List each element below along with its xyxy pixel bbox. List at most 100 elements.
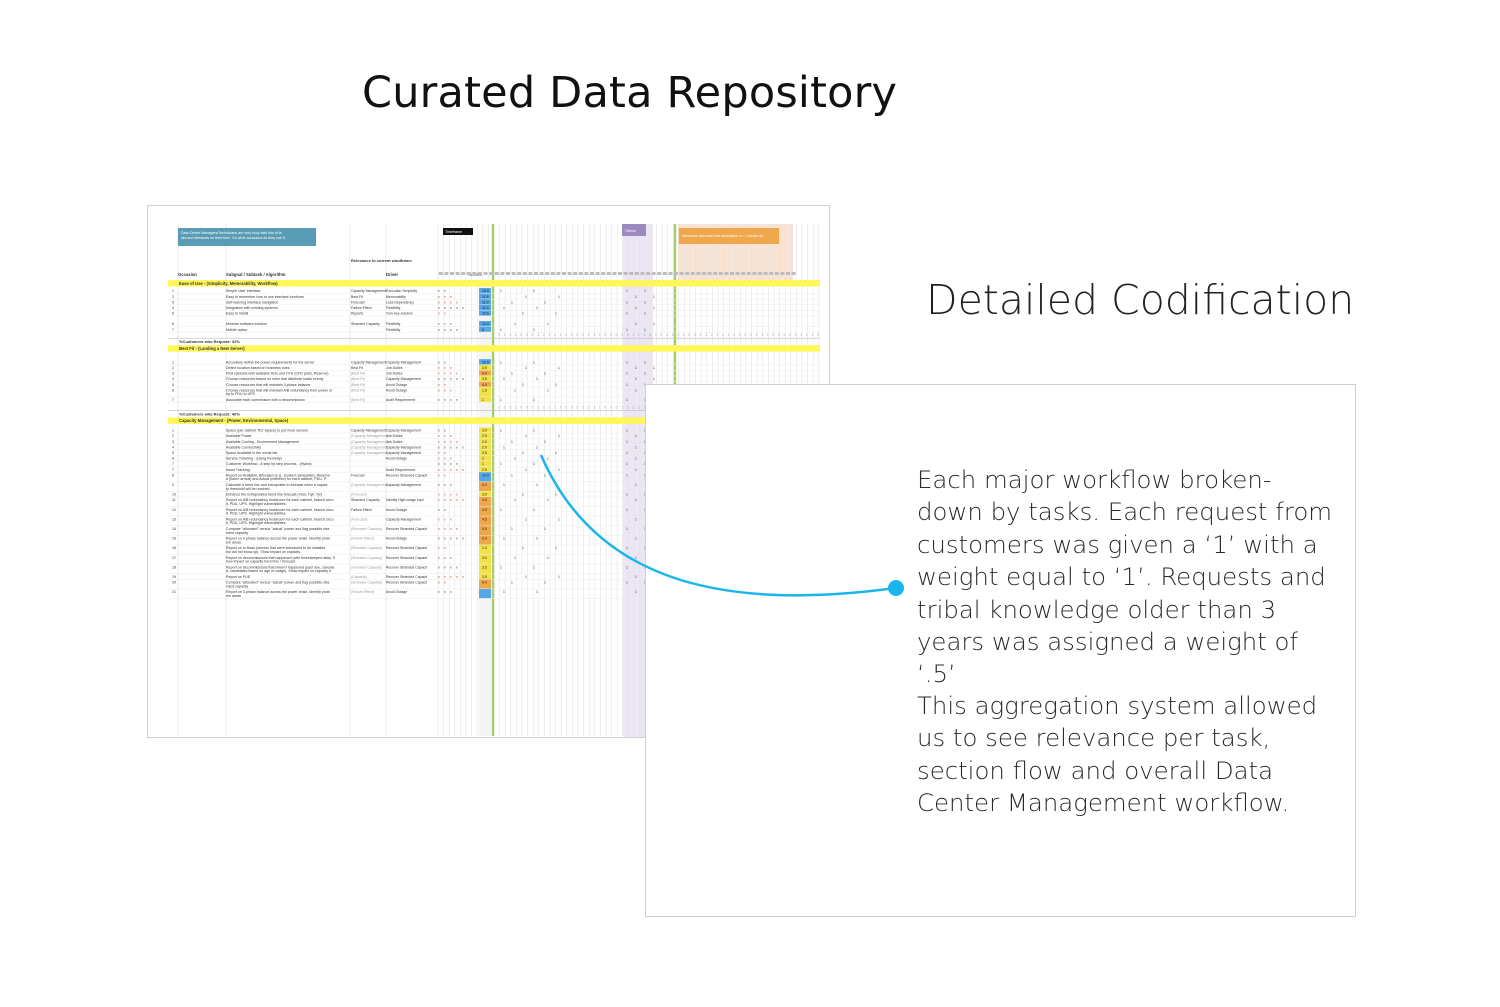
row-task: Report on 3-phase balance across the pow… [226,537,330,541]
header-stub [774,272,779,275]
tally-mark: 1 [626,360,628,364]
spreadsheet-grid: Data Center Managers/Technicians are ver… [168,224,820,737]
row-relevance: (Stranded Capacity) [351,527,382,531]
header-stub [623,272,628,275]
totals-value: 2 [627,333,629,337]
section-band [168,280,820,287]
row-relevance: Stranded Capacity [351,322,380,326]
x-mark: x [450,565,452,569]
x-mark: x [438,468,440,472]
tally-mark: 1 [525,468,527,472]
row-relevance: Forecast [351,300,365,304]
row-task: Compare "allocated" versus "actual" powe… [226,581,329,585]
x-mark: x [438,508,440,512]
row-number: 1 [172,360,174,364]
x-mark: x [438,517,440,521]
totals-value: 2 [621,405,623,409]
totals-value: 1 [548,405,550,409]
interviews-note [679,228,779,244]
row-number: 17 [172,556,176,560]
row-number: 1 [172,429,174,433]
score-cell [479,288,491,294]
x-mark: x [450,434,452,438]
totals-value: 0 [532,333,534,337]
totals-value: 1 [728,333,730,337]
score-cell [479,466,491,472]
row-driver: Capacity Management [386,377,421,381]
x-mark: x [438,590,440,594]
tally-mark: 1 [626,451,628,455]
x-mark: x [450,493,452,497]
row-driver: Capacity Management [386,360,421,364]
x-mark: x [450,372,452,376]
tally-mark: 1 [653,306,655,310]
x-mark: x [450,556,452,560]
row-task: d (future arrival) and Actual (metered) … [226,477,327,481]
totals-value: 0 [688,333,690,337]
score-value: 2.5 [482,434,487,438]
row-driver: Job Duties [386,366,403,370]
tally-mark: 1 [626,383,628,387]
x-mark: x [444,546,446,550]
row-driver: Avoid Outage [386,508,407,512]
x-mark: x [456,565,458,569]
row-driver: Less Dependency [386,300,414,304]
score-cell [479,491,491,497]
row-task: em areas. [226,540,242,544]
tally-mark: 1 [522,493,524,497]
x-mark: x [444,483,446,487]
score-value: 6.0 [482,537,487,541]
row-task: Define location based on business rules [226,366,290,370]
x-mark: x [450,468,452,472]
totals-value: 2 [498,333,500,337]
x-mark: x [444,581,446,585]
header-stub [511,272,516,275]
row-relevance: Failure Effect [351,508,372,512]
x-mark: x [438,322,440,326]
x-mark: x [444,383,446,387]
tally-mark: 1 [503,377,505,381]
tally-mark: 1 [555,383,557,387]
header-stub [606,272,611,275]
x-mark: x [444,575,446,579]
tally-mark: 1 [522,383,524,387]
row-driver: Capacity Management [386,517,421,521]
row-driver: Job Duties [386,372,403,376]
tally-mark: 1 [503,590,505,594]
row-driver: Avoid Outage [386,388,407,392]
row-relevance: (Best Fit) [351,383,365,387]
score-value: 2.0 [482,440,487,444]
tally-mark: 1 [544,300,546,304]
interviews-note-text: Interviews that were less descriptive or… [682,234,763,238]
totals-value: 0 [733,333,735,337]
row-task: Report on Available, Allocated (e.g., bo… [226,473,330,477]
x-mark: x [438,537,440,541]
row-task: rip to PDU to UPS [226,392,256,396]
tally-mark: 1 [626,440,628,444]
header-stub [646,272,650,275]
totals-value: 1 [560,405,562,409]
x-mark: x [444,517,446,521]
row-task: Report on A/B redundancy headroom for ea… [226,517,333,521]
header-stub [713,272,718,275]
tally-mark: 1 [547,322,549,326]
score-cell [479,326,491,332]
header-stub [618,272,622,275]
x-mark: x [438,457,440,461]
row-driver: Flexibility [386,328,401,332]
header-stub [438,272,443,275]
row-task: Choose resources based on rules that dis… [226,377,323,381]
tally-mark: 1 [635,498,637,502]
totals-value: 2 [795,333,797,337]
tally-mark: 1 [500,328,502,332]
header-stub [769,272,774,275]
header-stub [786,272,790,275]
score-cell [479,506,491,516]
row-task: but did not show up). Show impact on cap… [226,550,301,554]
tally-mark: 1 [626,429,628,433]
row-task: Mobile option [226,328,247,332]
row-driver: Recover Stranded Capacit [386,546,427,550]
x-mark: x [438,434,440,438]
totals-value: 1 [554,333,556,337]
row-number: 2 [172,434,174,438]
